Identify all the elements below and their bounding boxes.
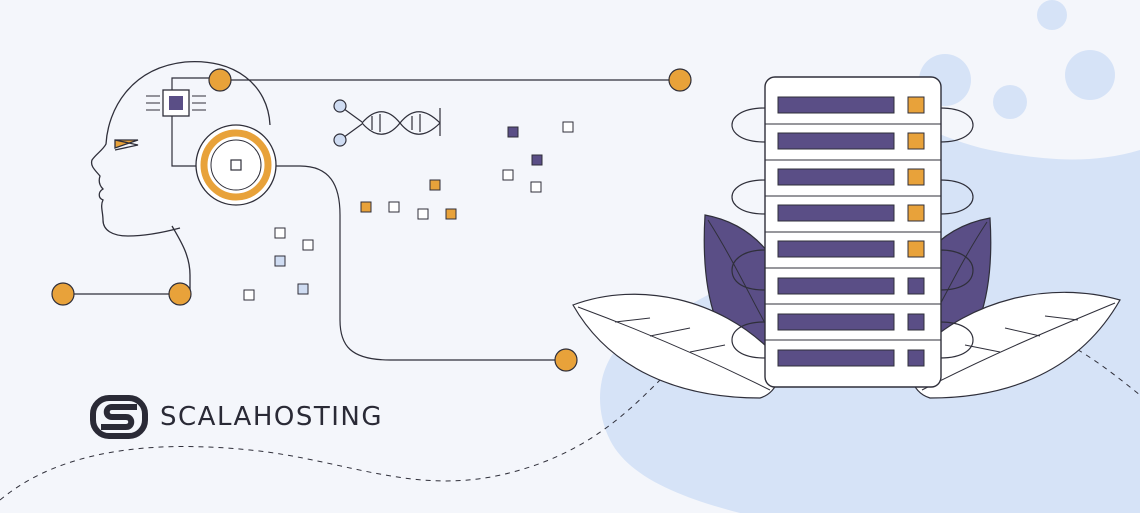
bubble <box>1065 50 1115 100</box>
ai-head-icon <box>90 60 271 290</box>
dna-icon <box>333 99 441 147</box>
server-rack-icon <box>731 76 974 388</box>
led <box>907 313 925 331</box>
rack-status-leds <box>907 96 925 367</box>
node <box>668 68 692 92</box>
node <box>208 68 232 92</box>
bubble <box>1037 0 1067 30</box>
led <box>907 96 925 114</box>
brand-name: SCALAHOSTING <box>160 402 383 432</box>
scala-s-logo-icon <box>90 395 148 439</box>
chip-icon <box>146 89 206 117</box>
leaf-icon <box>572 291 1121 399</box>
dashed-curve <box>0 379 661 501</box>
circuit-nodes <box>51 68 692 372</box>
rack-handles <box>731 107 974 359</box>
circuit-lines <box>63 77 680 361</box>
led <box>907 132 925 150</box>
rack-units <box>765 123 941 341</box>
led <box>907 277 925 295</box>
rack-bays <box>777 96 895 367</box>
led <box>907 168 925 186</box>
led <box>907 240 925 258</box>
data-squares <box>243 121 574 301</box>
led <box>907 204 925 222</box>
node <box>51 282 75 306</box>
node <box>554 348 578 372</box>
ear-target-icon <box>195 124 277 206</box>
led <box>907 349 925 367</box>
bubble <box>993 85 1027 119</box>
brand-logo[interactable]: SCALAHOSTING <box>90 395 383 439</box>
node <box>168 282 192 306</box>
